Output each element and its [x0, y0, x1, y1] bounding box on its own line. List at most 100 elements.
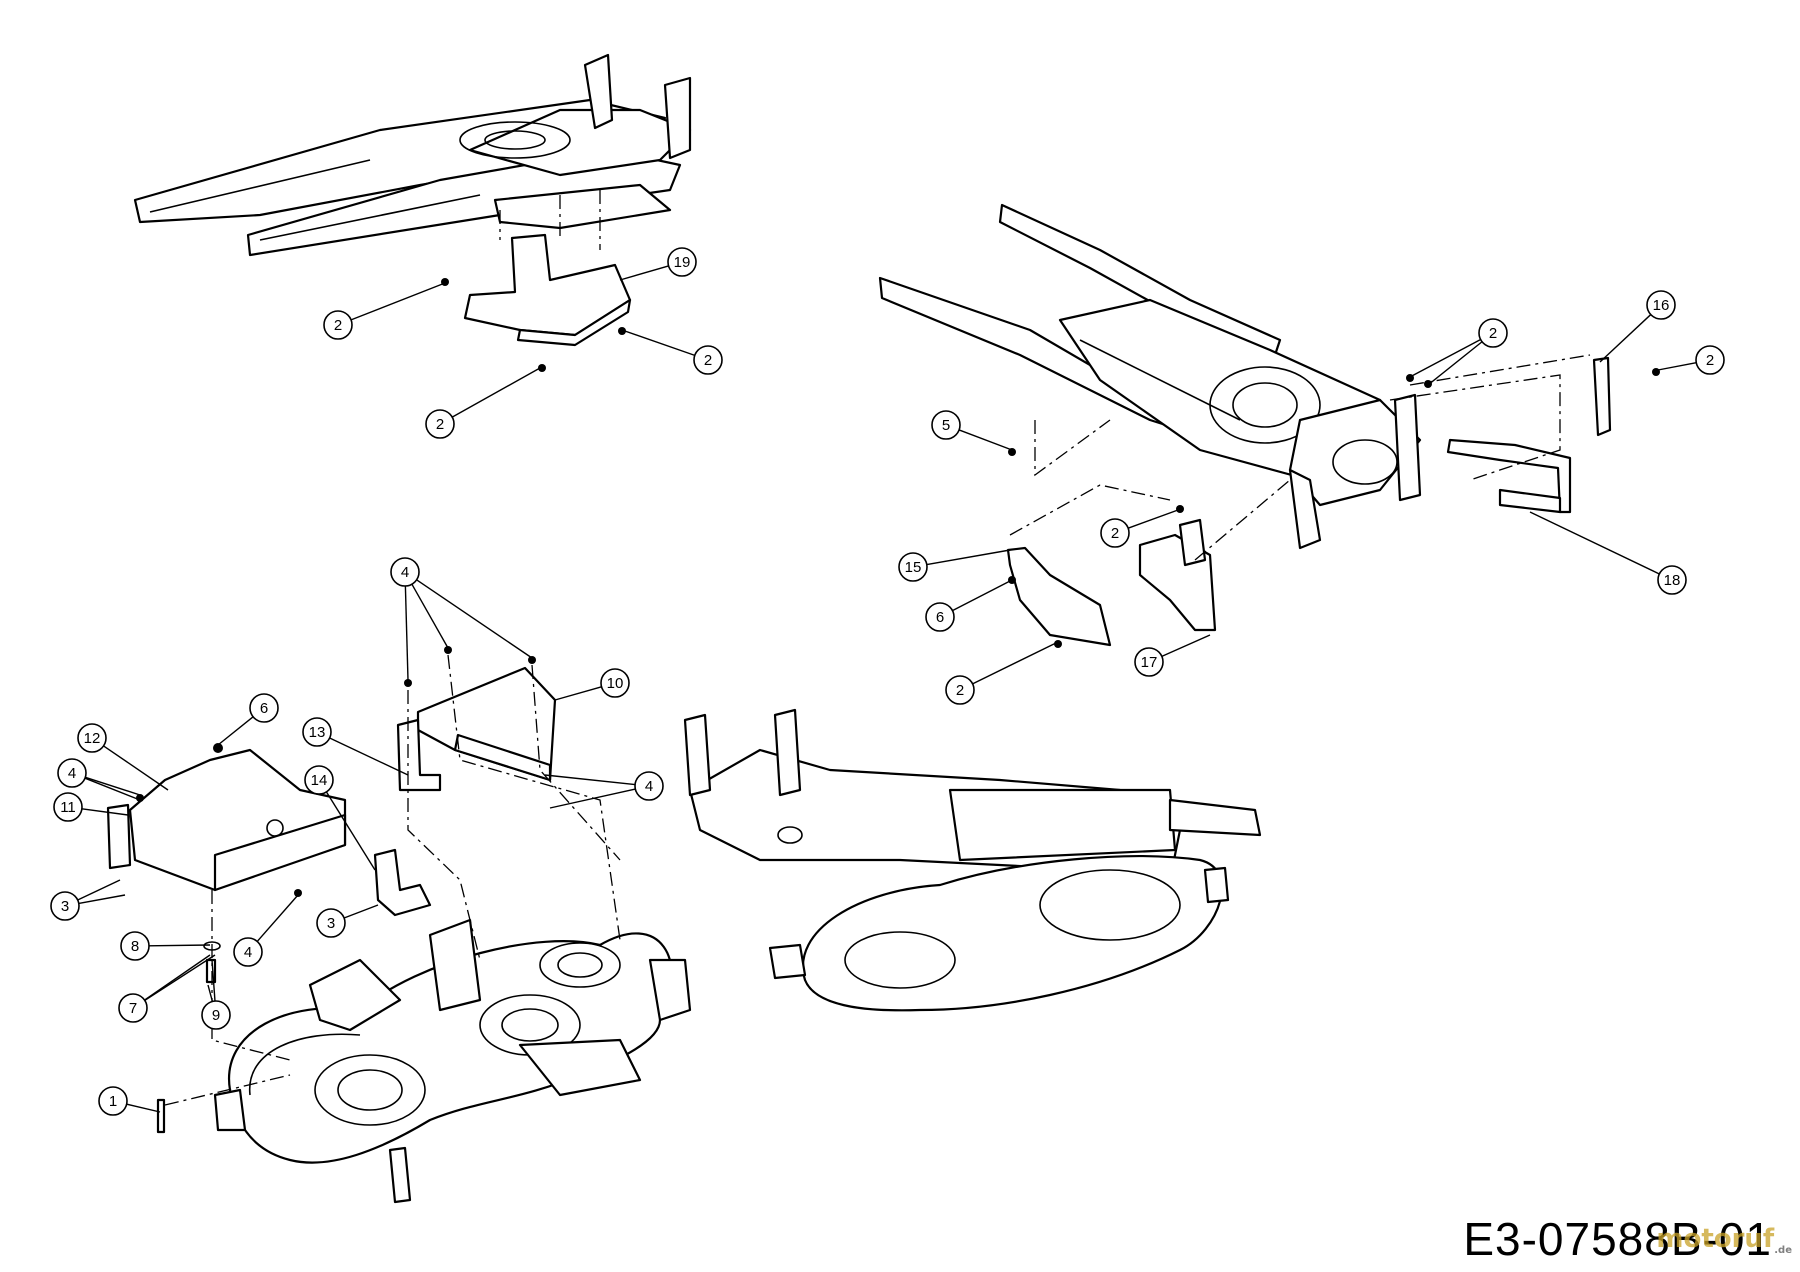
callout-label: 14 [311, 772, 328, 789]
part-12-cover [128, 748, 347, 892]
watermark-brand: motoruf [1656, 1223, 1775, 1254]
callout-label: 18 [1664, 572, 1681, 589]
callout-circle [323, 310, 353, 340]
callout-label: 3 [327, 915, 335, 932]
callout-circle [931, 410, 961, 440]
part-15-guard [1006, 546, 1112, 647]
callout-leader [217, 716, 254, 746]
callout-circle [302, 717, 332, 747]
callout-leader [103, 745, 169, 791]
callout-circle [120, 931, 150, 961]
callout-label: 4 [401, 564, 409, 581]
callout-label: 2 [334, 317, 342, 334]
callout-label: 4 [244, 944, 252, 961]
part-17-guard [1138, 518, 1217, 632]
callout-label: 2 [1489, 325, 1497, 342]
callout-label: 5 [942, 417, 950, 434]
callout-leader [958, 429, 1013, 451]
callout-leader [256, 894, 299, 942]
callout-leader [1599, 314, 1652, 363]
callout-leader [621, 329, 696, 357]
callout-label: 4 [645, 778, 653, 795]
callout-label: 1 [109, 1093, 117, 1110]
watermark-suffix: .de [1774, 1245, 1792, 1256]
callout-label: 2 [704, 352, 712, 369]
assembly-lines-top-left [499, 190, 601, 250]
callout-leader [544, 774, 636, 786]
callout-leader [78, 894, 126, 905]
callout-circle [1478, 318, 1508, 348]
callout-circle [53, 792, 83, 822]
callout-label: 2 [1706, 352, 1714, 369]
callout-circle [249, 693, 279, 723]
callout-leader [144, 954, 211, 1001]
callout-label: 8 [131, 938, 139, 955]
callout-label: 17 [1141, 654, 1158, 671]
callout-circle [233, 937, 263, 967]
callout-circle [1657, 565, 1687, 595]
callout-label: 15 [905, 559, 922, 576]
callout-leader [81, 808, 129, 816]
mower-deck-left [213, 918, 692, 1204]
callout-circle [57, 758, 87, 788]
hardware-small [136, 278, 1660, 1134]
callout-leader [972, 641, 1059, 685]
callout-leader [1427, 341, 1483, 386]
callout-circle [390, 557, 420, 587]
callout-leader [1407, 338, 1481, 379]
callout-label: 6 [260, 700, 268, 717]
callout-leader [451, 367, 541, 418]
frame-top-left [133, 53, 692, 257]
callout-circle [118, 993, 148, 1023]
callout-label: 10 [607, 675, 624, 692]
callout-circle [304, 765, 334, 795]
callout-leader [325, 791, 376, 871]
callout-label: 12 [84, 730, 101, 747]
callout-circle [425, 409, 455, 439]
callout-label: 11 [60, 799, 76, 816]
callout-circle [600, 668, 630, 698]
frame-top-right [878, 203, 1422, 550]
callout-circle [77, 723, 107, 753]
callout-circle [667, 247, 697, 277]
callout-circle [693, 345, 723, 375]
part-14-bracket [373, 848, 432, 917]
callout-leader [549, 788, 636, 809]
callout-label: 9 [212, 1007, 220, 1024]
callout-circle [1646, 290, 1676, 320]
part-11-bracket [106, 803, 132, 870]
part-18-bracket [1446, 438, 1572, 514]
callout-leader [207, 984, 214, 1002]
callout-leader [126, 1103, 161, 1113]
callout-leader [404, 585, 409, 681]
part-16-bracket [1592, 356, 1612, 437]
callout-leader [144, 954, 216, 1001]
callout-circle [925, 602, 955, 632]
callout-leader [416, 579, 533, 659]
callout-circle [201, 1000, 231, 1030]
part-19-guard [463, 233, 632, 347]
callout-leader [329, 737, 409, 776]
callout-circle [98, 1086, 128, 1116]
callout-circle [634, 771, 664, 801]
callout-leader [211, 959, 216, 1002]
callout-leader [411, 583, 449, 649]
callout-circle [1100, 518, 1130, 548]
callout-label: 19 [674, 254, 691, 271]
callout-circle [316, 908, 346, 938]
callout-leader [619, 265, 669, 281]
callout-leader [350, 282, 446, 321]
callout-leader [554, 686, 602, 701]
watermark-logo: motoruf.de [1656, 1224, 1792, 1256]
callout-leader [148, 944, 211, 947]
assembly-lines-top-right [1009, 354, 1591, 561]
part-10-cover [416, 666, 557, 782]
callout-leader [84, 777, 141, 801]
callout-label: 6 [936, 609, 944, 626]
callout-label: 2 [436, 416, 444, 433]
callout-leader [343, 904, 379, 919]
callout-circle [945, 675, 975, 705]
callout-label: 16 [1653, 297, 1670, 314]
